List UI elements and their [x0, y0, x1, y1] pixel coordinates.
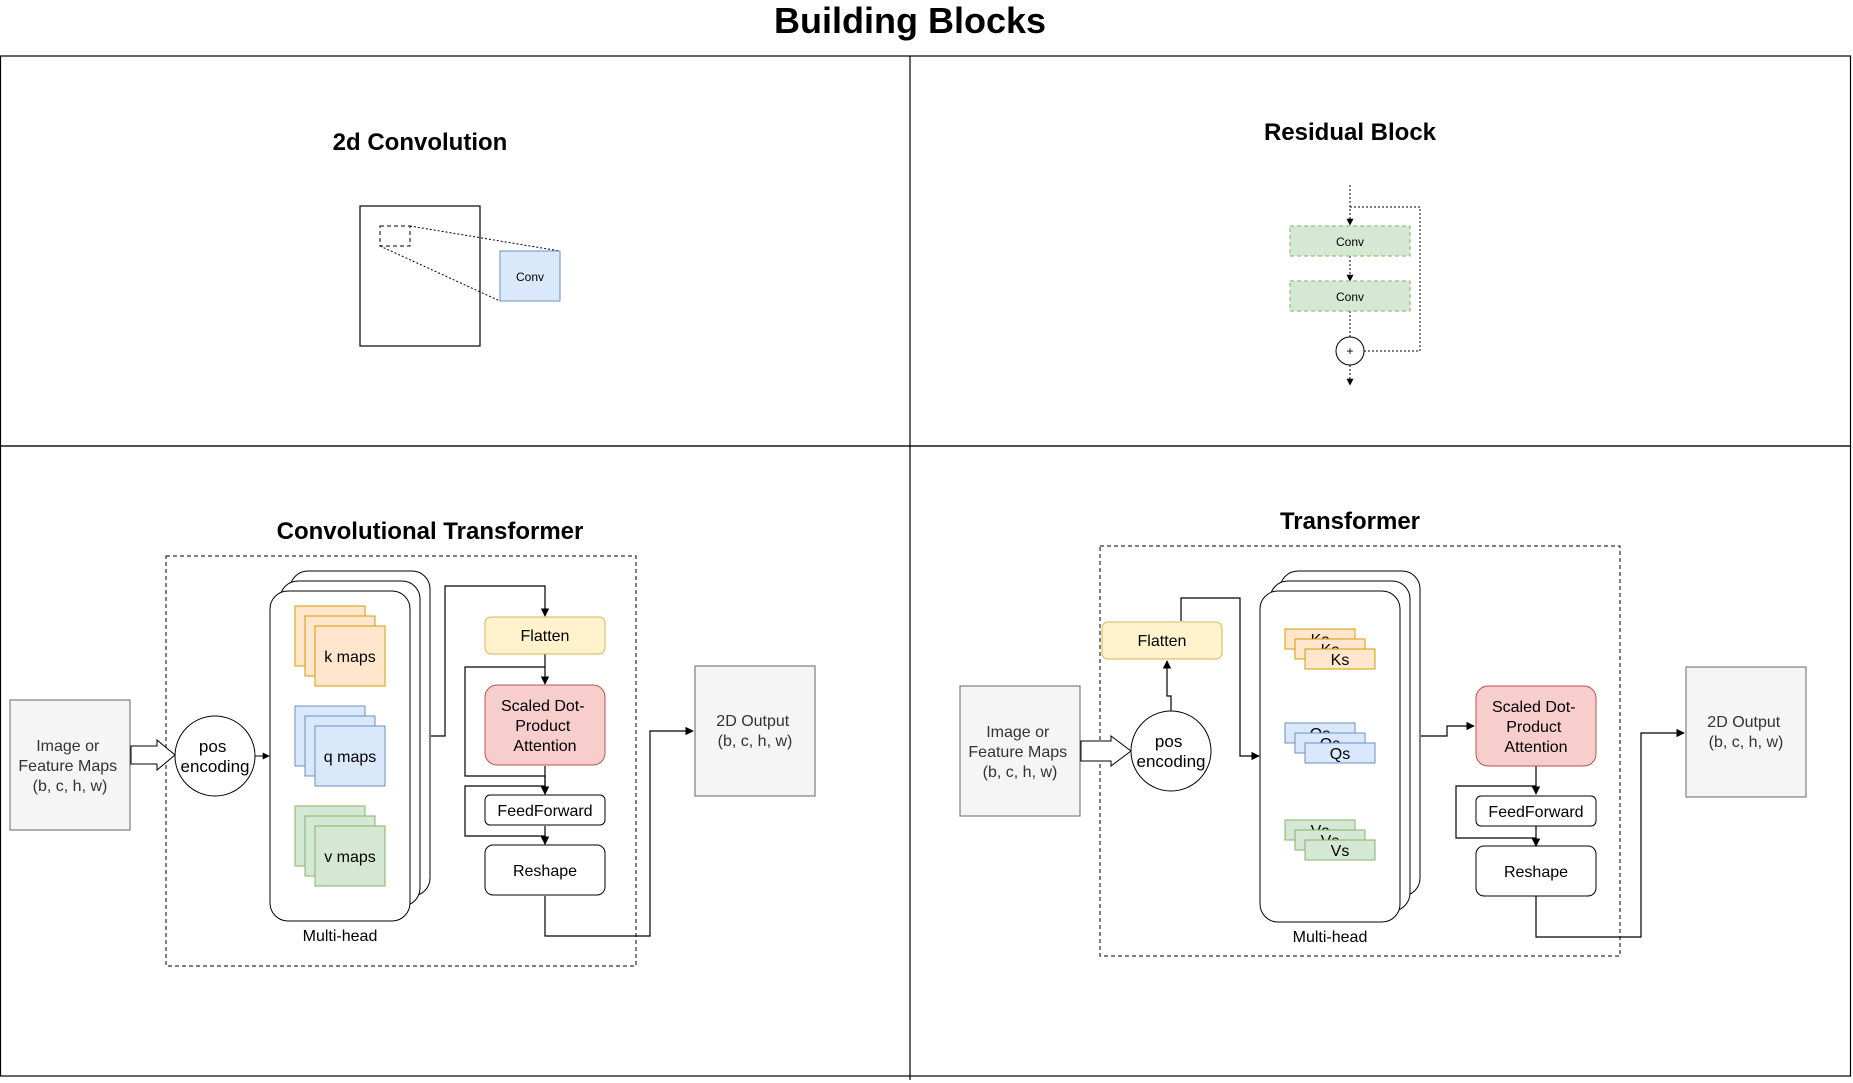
residual-panel: Residual Block Conv Conv + — [1264, 119, 1437, 386]
ct-input-box — [9, 699, 131, 831]
ct-v-maps-label: v maps — [324, 849, 376, 866]
tr-input-arrow — [1080, 735, 1132, 767]
ct-flatten-box — [484, 616, 606, 655]
ct-input-arrow — [130, 738, 176, 772]
tr-output-label: 2D Output (b, c, h, w) — [1707, 714, 1784, 751]
ct-feedforward-label: FeedForward — [497, 803, 592, 820]
ct-multihead-to-flatten-connector — [431, 585, 550, 737]
residual-conv2-label: Conv — [1336, 290, 1364, 304]
tr-multihead-to-attention-connector — [1421, 721, 1475, 737]
residual-add-node — [1335, 336, 1365, 366]
tr-flatten-to-multihead-connector — [1180, 597, 1260, 761]
conv2d-title: 2d Convolution — [333, 129, 508, 156]
tr-q-front-label: Qs — [1330, 746, 1350, 763]
tr-attention-label: Scaled Dot- Product Attention — [1492, 699, 1580, 756]
tr-reshape-label: Reshape — [1504, 864, 1568, 881]
ct-input-label: Image or Feature Maps (b, c, h, w) — [18, 738, 121, 795]
residual-add-symbol: + — [1346, 344, 1353, 358]
tr-multihead-label: Multi-head — [1293, 929, 1368, 946]
residual-conv2-box — [1289, 280, 1411, 312]
residual-conv1-label: Conv — [1336, 235, 1364, 249]
ct-k-maps-label: k maps — [324, 649, 376, 666]
tr-reshape-to-output-connector — [1535, 728, 1685, 938]
transformer-title: Transformer — [1280, 508, 1420, 535]
tr-attention-box — [1475, 685, 1597, 767]
transformer-panel: Transformer Image or Feature Maps (b, c,… — [959, 508, 1807, 957]
ct-reshape-to-output-connector — [544, 726, 694, 937]
ct-multihead-label: Multi-head — [303, 928, 378, 945]
ct-reshape-label: Reshape — [513, 863, 577, 880]
ct-reshape-box — [484, 844, 606, 896]
ct-output-box — [694, 665, 816, 797]
ct-k-map-front — [314, 625, 386, 687]
tr-flatten-box — [1101, 621, 1223, 660]
ct-attention-label: Scaled Dot- Product Attention — [501, 698, 589, 755]
tr-output-box — [1685, 666, 1807, 798]
tr-v-front — [1304, 839, 1376, 861]
tr-input-box — [959, 685, 1081, 817]
conv2d-input-map — [359, 205, 481, 347]
residual-conv1-box — [1289, 225, 1411, 257]
ct-feedforward-box — [484, 794, 606, 826]
tr-input-label: Image or Feature Maps (b, c, h, w) — [968, 724, 1071, 781]
tr-v-front-label: Vs — [1331, 843, 1350, 860]
ct-q-map-front — [314, 725, 386, 787]
tr-k-front-label: Ks — [1331, 652, 1350, 669]
ct-q-maps-label: q maps — [324, 749, 376, 766]
tr-flatten-label: Flatten — [1138, 633, 1187, 650]
conv2d-conv-label: Conv — [516, 270, 544, 284]
ct-v-map-front — [314, 825, 386, 887]
tr-k-front — [1304, 648, 1376, 670]
ct-output-label: 2D Output (b, c, h, w) — [716, 713, 793, 750]
conv2d-kernel-window — [379, 225, 411, 247]
tr-reshape-box — [1475, 845, 1597, 897]
conv-transformer-title: Convolutional Transformer — [277, 518, 584, 545]
tr-pos-to-flatten-connector — [1162, 660, 1172, 711]
tr-q-front — [1304, 742, 1376, 764]
tr-pos-encoding-label: pos encoding — [1136, 732, 1205, 771]
tr-feedforward-box — [1475, 795, 1597, 827]
ct-attention-box — [484, 684, 606, 766]
conv2d-projection-line — [409, 225, 561, 252]
conv2d-conv-box — [499, 250, 561, 302]
residual-skip-connection — [1350, 206, 1421, 352]
residual-title: Residual Block — [1264, 119, 1437, 146]
conv-transformer-panel: Convolutional Transformer Image or Featu… — [9, 518, 816, 967]
ct-flatten-label: Flatten — [521, 628, 570, 645]
ct-pos-encoding-node — [174, 715, 256, 797]
tr-pos-encoding-node — [1130, 710, 1212, 792]
page-title: Building Blocks — [774, 0, 1046, 41]
ct-pos-encoding-label: pos encoding — [180, 737, 249, 776]
tr-feedforward-label: FeedForward — [1488, 804, 1583, 821]
panel-grid — [0, 55, 1852, 1080]
conv2d-panel: 2d Convolution Conv — [333, 129, 561, 347]
